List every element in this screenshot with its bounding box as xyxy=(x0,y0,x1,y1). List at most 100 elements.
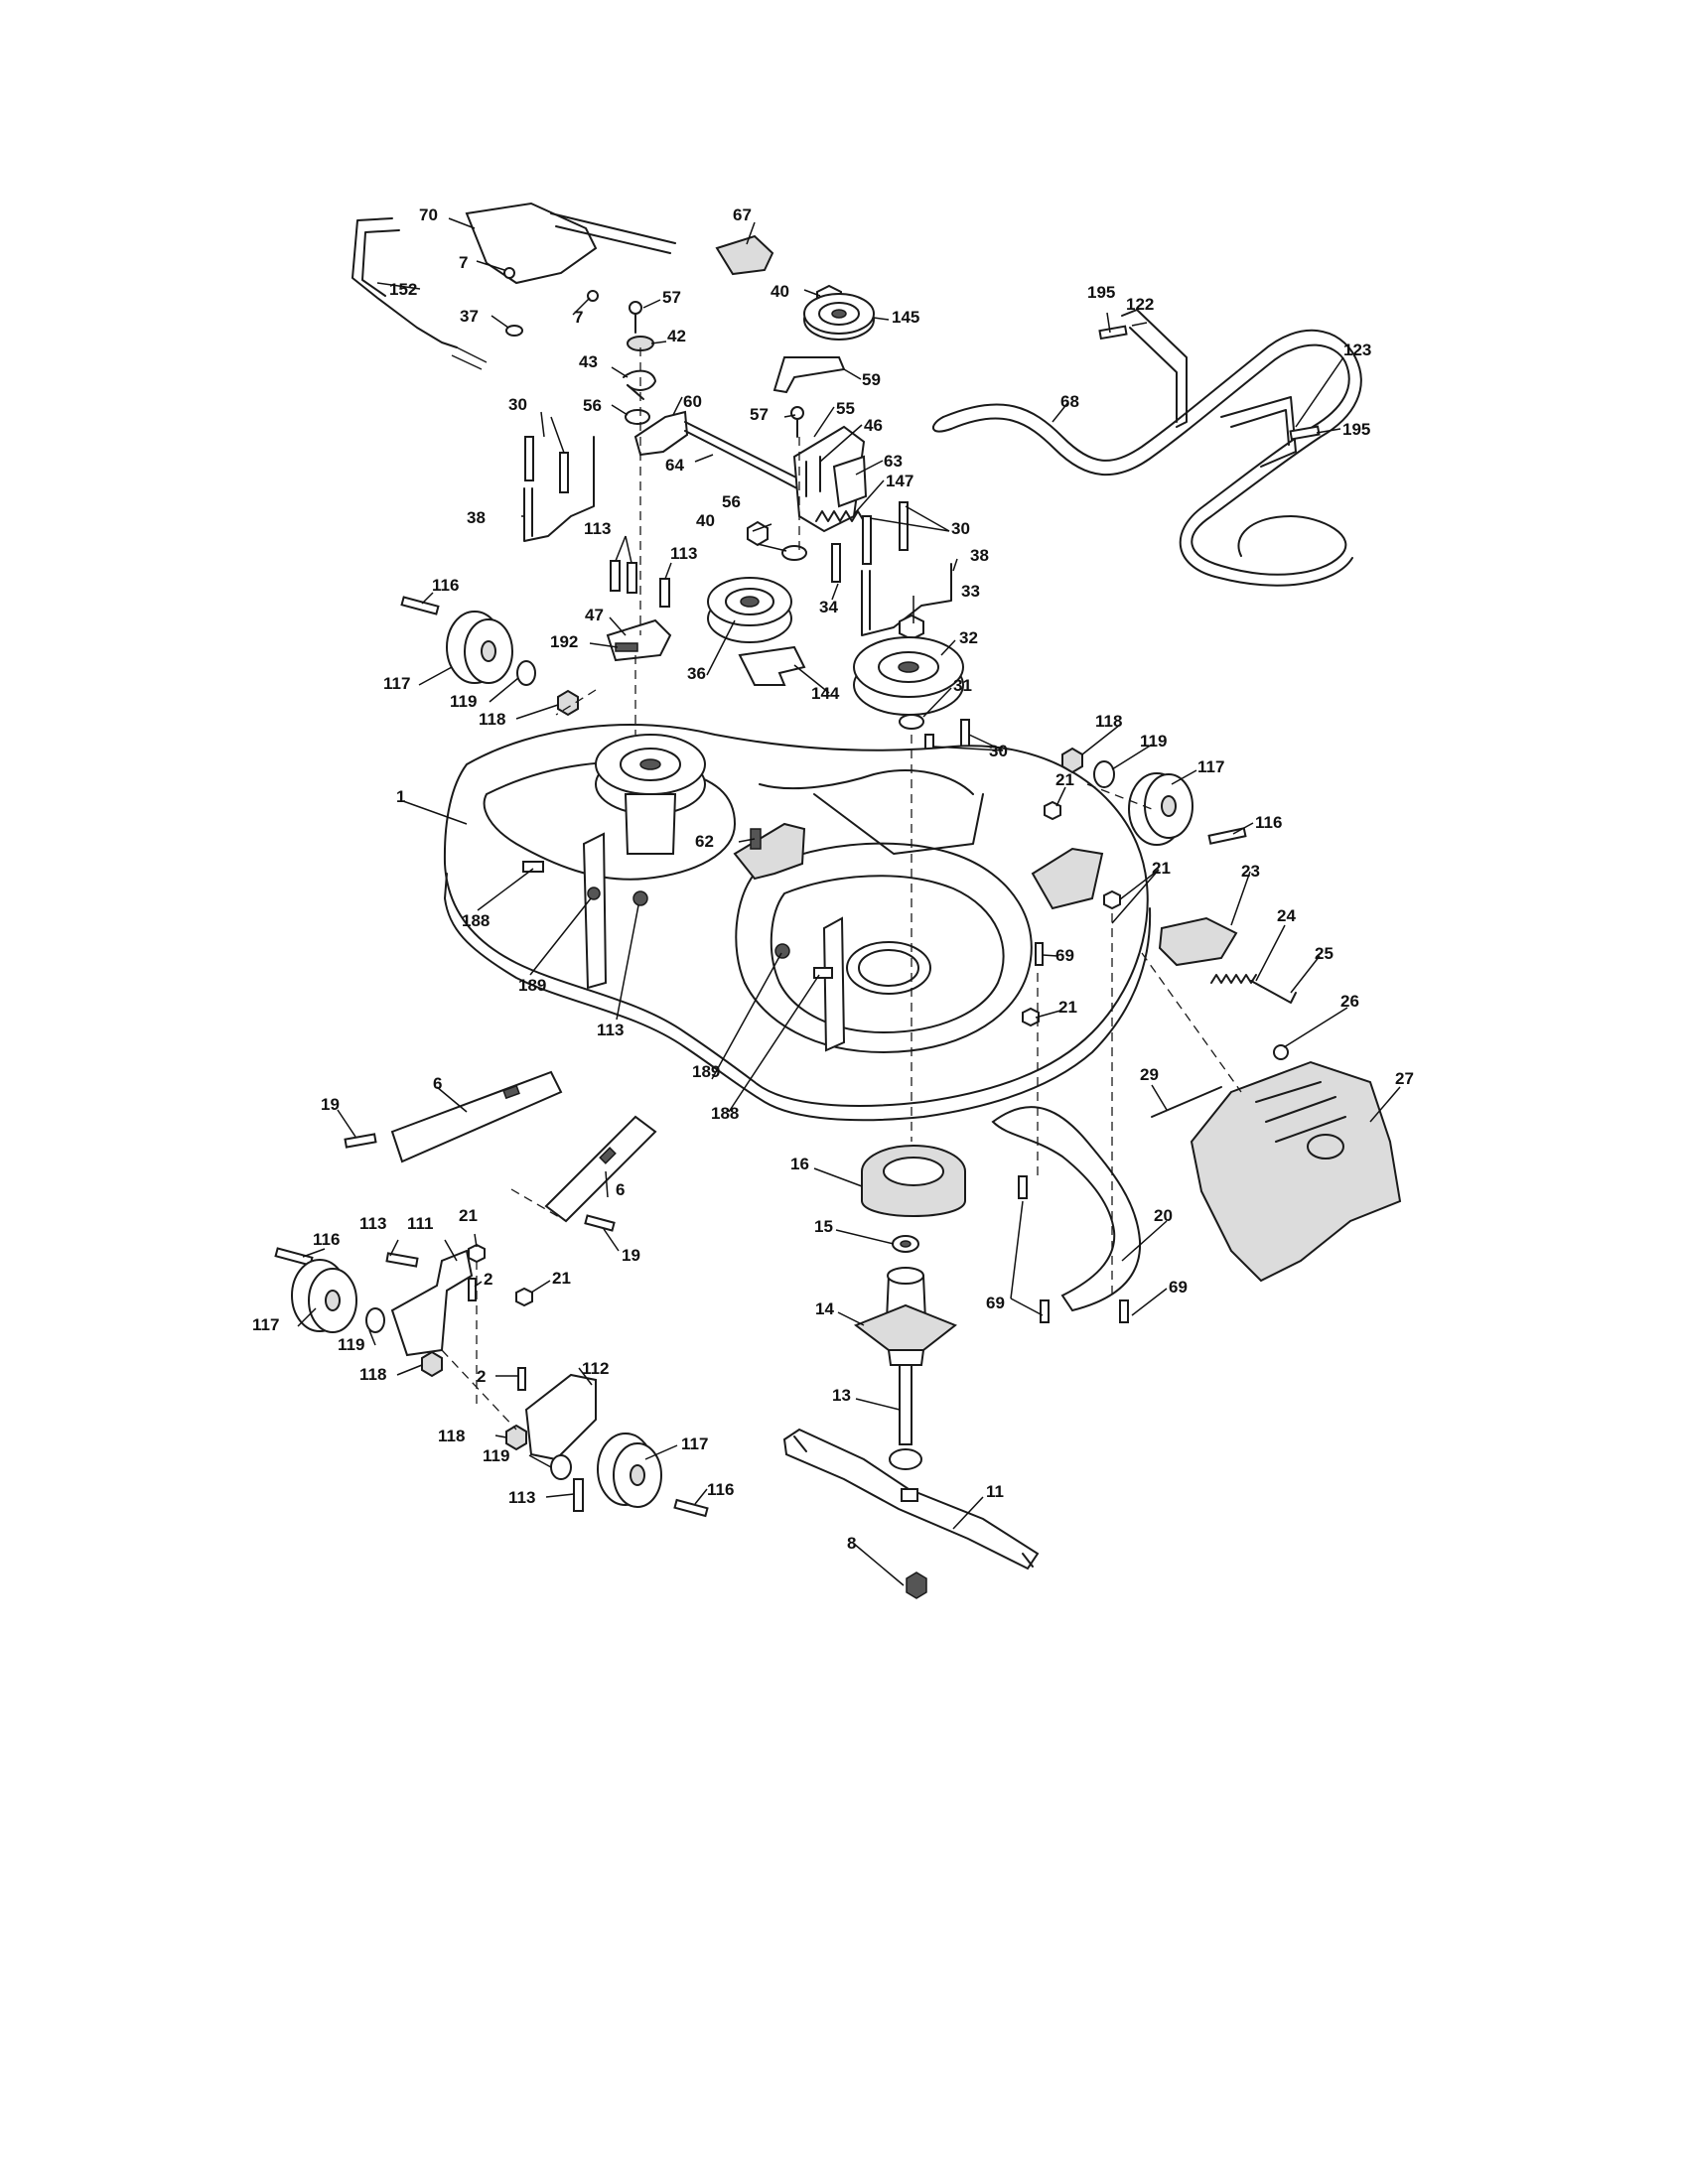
nut-part-118-upper-left xyxy=(557,689,579,717)
washer-part-31 xyxy=(899,714,924,730)
callout-7-upper: 7 xyxy=(459,253,468,272)
washer-part-119-lower-right xyxy=(550,1454,572,1480)
callout-188-left: 188 xyxy=(462,911,490,930)
callout-112: 112 xyxy=(582,1359,609,1378)
callout-63: 63 xyxy=(884,452,903,471)
bracket-part-63 xyxy=(832,455,868,508)
blade-bolt-part-8 xyxy=(906,1571,927,1599)
callout-26: 26 xyxy=(1340,992,1359,1011)
bolt-part-19-right xyxy=(584,1214,616,1232)
nut-part-118-lower-left xyxy=(421,1350,443,1378)
nut-part-118-lower-right xyxy=(505,1424,527,1451)
bolt-part-19-left xyxy=(344,1133,377,1149)
callout-38-left: 38 xyxy=(467,508,486,527)
bracket-part-144 xyxy=(738,645,806,686)
callout-117-lower-left: 117 xyxy=(252,1315,279,1334)
callout-116-lower-left: 116 xyxy=(313,1230,340,1249)
callout-leaders xyxy=(297,217,1401,1586)
callout-56-mid: 56 xyxy=(722,492,741,511)
callout-57-mid: 57 xyxy=(750,405,769,424)
callout-15: 15 xyxy=(814,1217,833,1236)
callout-152: 152 xyxy=(389,280,417,299)
callout-20: 20 xyxy=(1154,1206,1173,1225)
callout-16: 16 xyxy=(790,1155,809,1173)
callout-119-lower-left: 119 xyxy=(338,1335,364,1354)
callout-117-upper-right: 117 xyxy=(1197,757,1224,776)
nut-part-21-lower-b xyxy=(515,1287,533,1307)
callout-192: 192 xyxy=(550,632,578,651)
gauge-wheel-part-117-upper-left xyxy=(446,611,513,684)
washer-part-119-upper-right xyxy=(1093,760,1115,788)
bolt-part-189-right xyxy=(774,943,790,959)
callout-113-lower-left: 113 xyxy=(359,1214,386,1233)
callout-55: 55 xyxy=(836,399,855,418)
nut-part-40-mid xyxy=(747,520,769,547)
spacer-part-56-top xyxy=(625,409,650,425)
nut-part-26 xyxy=(1273,1044,1289,1060)
callout-30-mid: 30 xyxy=(951,519,970,538)
spring-part-24 xyxy=(1210,974,1257,984)
callout-19-left: 19 xyxy=(321,1095,340,1114)
callout-8: 8 xyxy=(847,1534,856,1553)
callout-188-right: 188 xyxy=(711,1104,739,1123)
deck-assembly-drawing xyxy=(274,202,1402,1599)
bolts-part-30-right-top xyxy=(862,501,909,565)
callout-56-top: 56 xyxy=(583,396,602,415)
bolts-part-113-upper xyxy=(610,560,670,608)
callout-1: 1 xyxy=(396,787,405,806)
bolts-part-30-left xyxy=(524,436,569,493)
callout-29: 29 xyxy=(1140,1065,1159,1084)
bolt-part-113-lower-right xyxy=(573,1478,584,1512)
shoulder-bolt-part-57-mid xyxy=(790,406,804,438)
callout-11: 11 xyxy=(986,1482,1004,1501)
callout-7-lower: 7 xyxy=(574,308,583,327)
callout-113-deck: 113 xyxy=(597,1021,624,1039)
callout-118-upper-left: 118 xyxy=(479,710,505,729)
callout-21-e: 21 xyxy=(552,1269,571,1288)
bolt-part-34 xyxy=(831,543,841,583)
wheel-bracket-part-112 xyxy=(524,1373,597,1461)
callout-40-mid: 40 xyxy=(696,511,715,530)
callout-31: 31 xyxy=(953,676,972,695)
callout-111: 111 xyxy=(407,1214,434,1233)
callout-189-left: 189 xyxy=(518,976,546,995)
bolt-part-2-lower xyxy=(517,1367,526,1391)
callout-19-right: 19 xyxy=(622,1246,640,1265)
discharge-chute-part-27 xyxy=(1190,1060,1402,1283)
wheel-bracket-part-111 xyxy=(390,1249,474,1357)
callout-144: 144 xyxy=(811,684,840,703)
front-bracket-part-6-right xyxy=(544,1115,657,1223)
callout-43: 43 xyxy=(579,352,598,371)
gauge-wheel-part-117-lower-right xyxy=(597,1433,662,1508)
callout-27: 27 xyxy=(1395,1069,1414,1088)
bolt-part-192 xyxy=(615,642,638,652)
bolt-part-113-deck xyxy=(632,890,648,906)
bolt-part-188-left xyxy=(522,861,544,873)
callout-6-right: 6 xyxy=(616,1180,625,1199)
callout-labels: 70 7 7 152 37 67 40 57 42 145 43 59 60 5… xyxy=(252,205,1414,1553)
callout-70: 70 xyxy=(419,205,438,224)
spindle-shaft-part-13 xyxy=(889,1364,922,1470)
deck-spindle-pulley-left xyxy=(595,734,706,855)
callout-189-right: 189 xyxy=(692,1062,720,1081)
callout-68: 68 xyxy=(1060,392,1079,411)
callout-32: 32 xyxy=(959,628,978,647)
bracket-part-70 xyxy=(465,202,676,285)
nuts-part-21-deck xyxy=(1022,800,1121,1027)
callout-195-right: 195 xyxy=(1342,420,1370,439)
gauge-wheel-part-117-lower-left xyxy=(291,1259,357,1333)
bolt-part-195-left xyxy=(1098,325,1128,341)
bolt-part-113-lower-left xyxy=(385,1252,419,1268)
callout-21-c: 21 xyxy=(1058,998,1077,1017)
callout-42: 42 xyxy=(667,327,686,345)
callout-33: 33 xyxy=(961,582,980,601)
drive-belt-part-68 xyxy=(932,329,1362,587)
callout-147: 147 xyxy=(886,472,913,490)
callout-118-lower-right: 118 xyxy=(438,1427,465,1445)
callout-59: 59 xyxy=(862,370,881,389)
callout-36: 36 xyxy=(687,664,706,683)
washer-part-119-lower-left xyxy=(365,1307,385,1333)
callout-21-d: 21 xyxy=(459,1206,478,1225)
bolt-part-69-deck xyxy=(1035,942,1044,966)
callout-116-upper-left: 116 xyxy=(432,576,459,595)
